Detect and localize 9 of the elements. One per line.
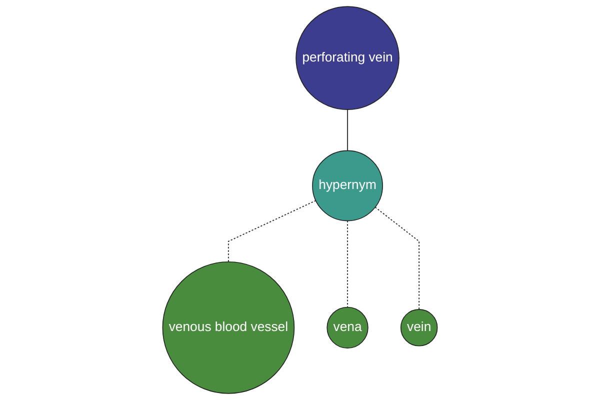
node-circle: hypernym bbox=[312, 150, 383, 222]
connector bbox=[374, 206, 420, 310]
node-circle: vena bbox=[326, 306, 368, 348]
node-circle: vein bbox=[400, 309, 438, 346]
connector bbox=[347, 109, 348, 152]
connector bbox=[347, 220, 348, 308]
connector bbox=[228, 200, 316, 262]
node-circle: perforating vein bbox=[296, 6, 400, 110]
node-circle: venous blood vessel bbox=[162, 261, 295, 394]
